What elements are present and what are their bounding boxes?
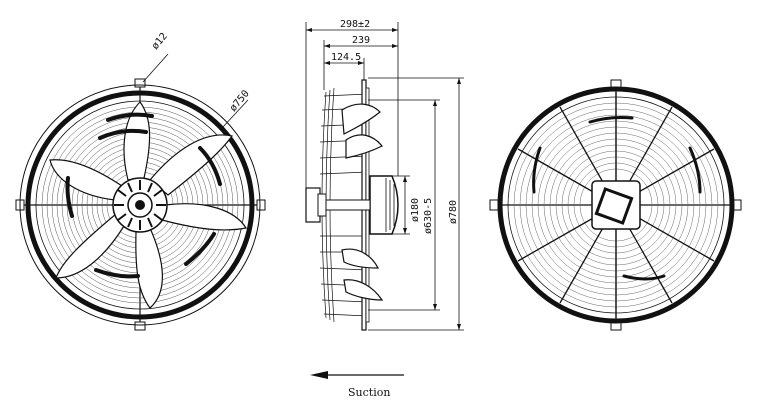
front-hub-fins <box>114 180 166 230</box>
outer-diameter-label: ø750 <box>228 88 252 114</box>
front-outer-ring <box>19 84 261 326</box>
front-inner-ring <box>35 100 245 310</box>
front-bolt-right <box>256 199 266 211</box>
front-view: ø12 ø750 <box>15 31 266 331</box>
front-hub-center <box>135 200 145 210</box>
rear-terminal-box <box>594 187 634 225</box>
front-venturi-ring <box>25 90 255 320</box>
front-blade-slots <box>65 112 222 279</box>
front-bolt-bottom <box>134 321 146 331</box>
airflow-indicator: Suction <box>310 371 404 399</box>
front-blade-1 <box>149 134 234 196</box>
mount-depth-label: 239 <box>352 35 370 46</box>
rear-outer-ring <box>497 86 735 324</box>
impeller-diameter-label: ø630-5 <box>423 198 434 234</box>
front-blade-3 <box>135 227 163 309</box>
bolt-leader <box>142 53 169 83</box>
rear-view <box>489 79 742 331</box>
guard-diameter-label: ø780 <box>448 200 459 224</box>
side-view: 298±2 239 124.5 ø180 ø630-5 ø780 <box>305 19 464 331</box>
bolt-diameter-label: ø12 <box>150 31 170 52</box>
front-blade-4 <box>55 213 125 279</box>
suction-label: Suction <box>348 386 390 399</box>
side-motor-fins <box>385 178 395 232</box>
motor-diameter-label: ø180 <box>410 198 421 222</box>
hub-offset-label: 124.5 <box>331 52 361 63</box>
rear-blade-slots <box>532 116 702 281</box>
outer-diameter-leader <box>221 99 249 129</box>
overall-depth-label: 298±2 <box>340 19 370 30</box>
rear-bolt-left <box>489 199 499 211</box>
side-dimension-arrows <box>306 28 461 330</box>
front-fan-blades <box>49 101 247 309</box>
front-bolt-top <box>134 78 146 88</box>
side-blades <box>341 103 384 301</box>
suction-arrow-head <box>310 371 328 379</box>
side-mount-boss <box>317 193 327 217</box>
front-blade-6 <box>123 101 151 181</box>
side-dimensions <box>305 22 464 331</box>
front-blade-2 <box>161 203 247 231</box>
front-blade-5 <box>49 159 123 201</box>
